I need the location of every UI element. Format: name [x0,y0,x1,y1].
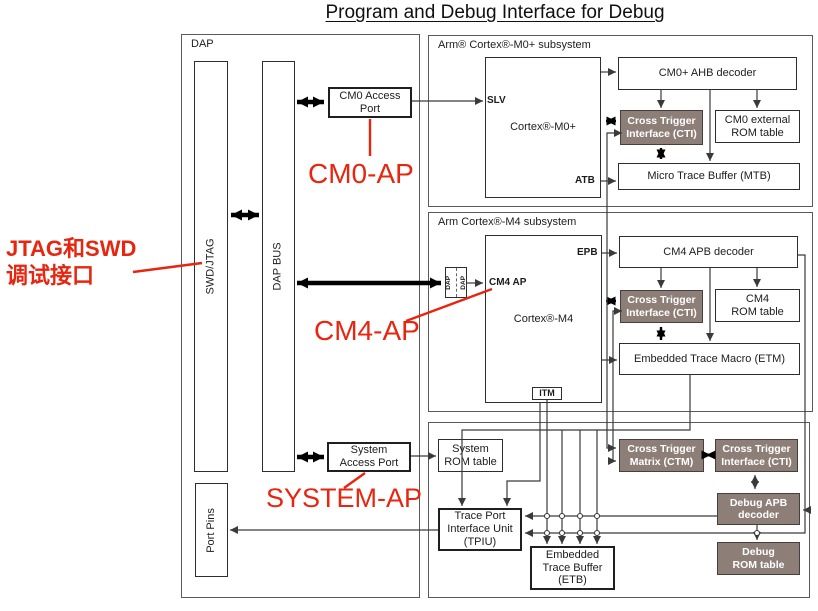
dap-port-pair-label-0: DAP [444,275,452,290]
m0-subsystem-label: Arm® Cortex®-M0+ subsystem [436,39,593,51]
cti-debug: Cross Trigger Interface (CTI) [715,439,798,472]
cortex-m0: Cortex®-M0+ [485,57,601,198]
debug-rom-table: Debug ROM table [717,542,800,575]
cm0-ahb-decoder: CM0+ AHB decoder [618,57,797,90]
cm4-apb-decoder: CM4 APB decoder [619,236,798,268]
tpiu: Trace Port Interface Unit (TPIU) [438,508,522,551]
system-rom-table: System ROM table [438,439,503,472]
mtb: Micro Trace Buffer (MTB) [618,163,800,190]
dap-port-pair: DAP DAP [445,267,467,298]
cti-m4: Cross Trigger Interface (CTI) [620,290,703,323]
m0-subsystem: Arm® Cortex®-M0+ subsystem [428,35,813,207]
dap-group-label: DAP [189,38,216,50]
dap-port-pair-label-1: DAP [459,275,467,290]
m4-subsystem-label: Arm Cortex®-M4 subsystem [436,216,579,228]
cm4-ap-note: CM4-AP [314,315,420,346]
cm0-ap-note: CM0-AP [308,158,414,189]
page-title: Program and Debug Interface for Debug [325,2,665,23]
cm4-rom-table: CM4 ROM table [715,289,800,322]
port-pins-label: Port Pins [205,507,218,553]
slv-port-label: SLV [487,95,506,106]
cortex-m4: Cortex®-M4 [485,235,602,403]
ctm: Cross Trigger Matrix (CTM) [619,439,704,472]
cti-m0: Cross Trigger Interface (CTI) [620,110,703,145]
system-ap-note: SYSTEM-AP [266,483,423,513]
swd-jtag-bar: SWD/JTAG [194,61,228,472]
debug-apb-decoder: Debug APB decoder [717,493,800,525]
dap-port-pair-cell-1: DAP [457,268,471,297]
cm0-external-rom-table: CM0 external ROM table [715,110,800,143]
dap-bus-bar-label: DAP BUS [272,242,285,291]
epb-port-label: EPB [577,247,598,258]
swd-jtag-bar-label: SWD/JTAG [204,238,217,295]
atb-port-label: ATB [575,175,595,186]
etm: Embedded Trace Macro (ETM) [619,343,800,375]
jtag-swd-note: JTAG和SWD 调试接口 [6,236,137,288]
dap-bus-bar: DAP BUS [262,61,295,472]
system-access-port: System Access Port [327,442,411,472]
cm4-ap-port-label: CM4 AP [489,277,527,288]
port-pins: Port Pins [195,483,228,577]
cm0-access-port: CM0 Access Port [328,87,412,118]
etb: Embedded Trace Buffer (ETB) [530,546,615,590]
itm: ITM [532,387,562,400]
dap-port-pair-cell-0: DAP [442,268,457,297]
